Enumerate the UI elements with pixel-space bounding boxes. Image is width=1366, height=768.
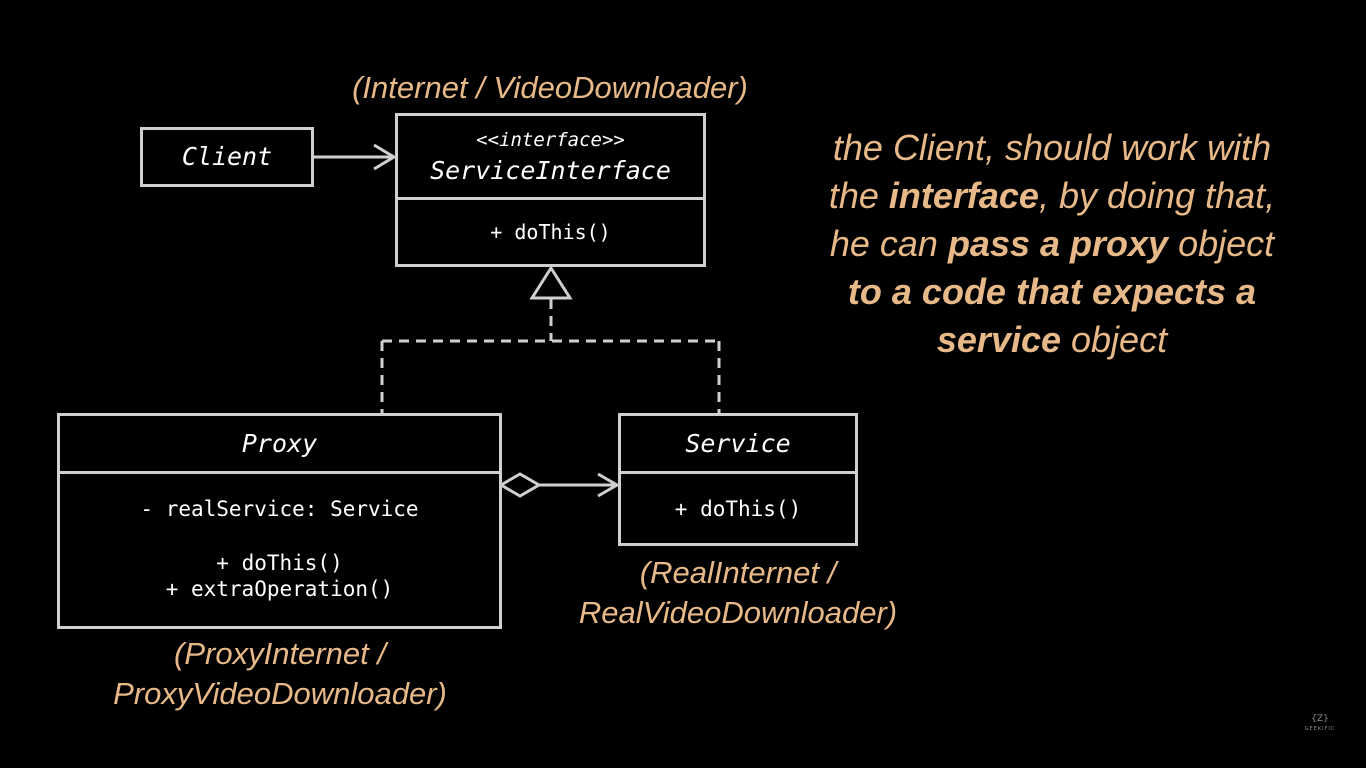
proxy-field: - realService: Service [140,497,419,521]
client-class-name: Client [181,142,273,171]
service-impl-caption-line2: RealVideoDownloader) [578,595,898,630]
client-to-interface-arrow [314,143,397,171]
realization-connector [380,265,721,413]
explanation-emphasis-service-code: to a code that expects a service [847,271,1257,360]
service-impl-caption-line1: (RealInternet / [639,555,837,590]
interface-stereotype: <<interface>> [476,129,625,151]
explanation-part-3: object [1168,223,1275,264]
watermark-brand: GEEKIFIC [1304,726,1336,732]
service-class-name: Service [685,429,791,458]
service-class-box: Service + doThis() [618,413,858,546]
aggregation-connector [498,472,620,498]
interface-class-name: ServiceInterface [430,156,671,185]
explanation-text: the Client, should work with the interfa… [812,124,1292,364]
service-method: + doThis() [674,497,802,521]
interface-method: + doThis() [490,220,611,244]
proxy-divider [60,471,499,474]
service-divider [621,471,855,474]
interface-divider [398,197,703,200]
service-interface-box: <<interface>> ServiceInterface + doThis(… [395,113,706,267]
interface-impl-caption: (Internet / VideoDownloader) [352,70,748,105]
explanation-part-1: the Client, should work with the [828,127,1272,216]
explanation-part-2: , by doing that, he can [829,175,1276,264]
watermark-logo-icon: {Z} [1311,714,1329,724]
geekific-watermark: {Z} GEEKIFIC [1296,714,1344,734]
proxy-impl-caption: (ProxyInternet / ProxyVideoDownloader) [80,634,480,714]
proxy-impl-caption-line1: (ProxyInternet / [174,636,386,671]
proxy-impl-caption-line2: ProxyVideoDownloader) [113,676,447,711]
explanation-emphasis-pass-proxy: pass a proxy [947,223,1169,264]
service-impl-caption: (RealInternet / RealVideoDownloader) [548,553,928,633]
client-class-box: Client [140,127,314,187]
explanation-part-4: object [1061,319,1168,360]
explanation-emphasis-interface: interface [888,175,1039,216]
proxy-method-dothis: + doThis() [216,551,343,575]
proxy-method-extra-operation: + extraOperation() [165,577,394,601]
proxy-class-name: Proxy [241,429,318,458]
proxy-class-box: Proxy - realService: Service + doThis() … [57,413,502,629]
